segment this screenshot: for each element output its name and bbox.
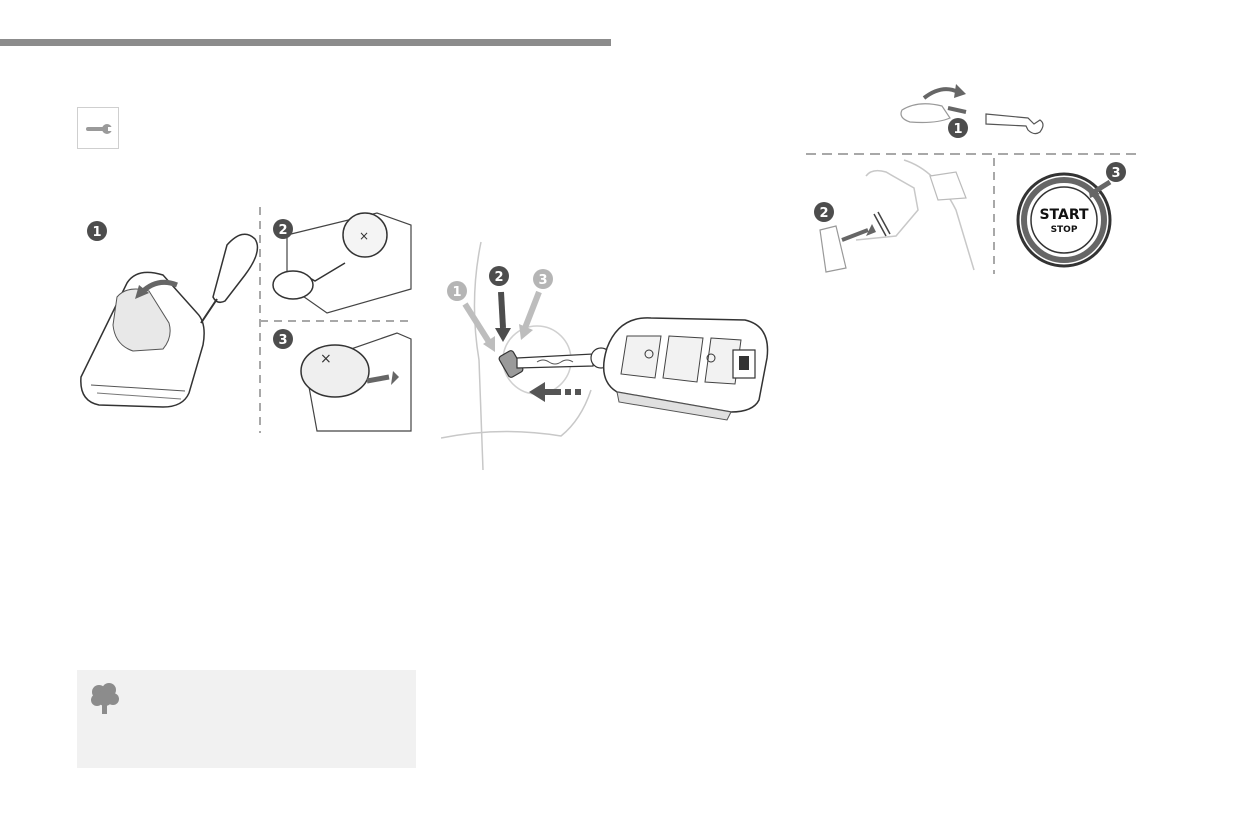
screwdriver-drawing — [200, 233, 259, 324]
flip-key-remote-drawing — [590, 317, 769, 421]
emergency-start-figure: 1 2 START STOP — [806, 80, 1144, 276]
svg-text:×: × — [359, 229, 369, 243]
step-badge-1: 1 — [948, 118, 968, 138]
steering-column-drawing — [819, 159, 975, 273]
svg-text:2: 2 — [494, 270, 503, 285]
svg-text:1: 1 — [452, 285, 461, 300]
battery-replacement-illustration: × × 1 2 3 — [80, 207, 412, 433]
svg-text:3: 3 — [538, 273, 547, 288]
tree-icon — [91, 683, 119, 714]
emergency-key-drawing — [985, 113, 1044, 135]
step-badge-2: 2 — [489, 266, 509, 286]
coin-battery-drawing: × — [300, 332, 412, 432]
step-badge-3: 3 — [1106, 162, 1126, 182]
start-stop-button-drawing: START STOP — [1016, 172, 1112, 268]
svg-text:×: × — [320, 351, 332, 367]
wrench-icon — [86, 124, 114, 134]
start-label: START — [1039, 207, 1089, 223]
step-badge-1: 1 — [447, 281, 467, 301]
svg-text:2: 2 — [819, 206, 828, 221]
battery-compartment-drawing: × — [272, 212, 412, 314]
svg-text:1: 1 — [92, 225, 101, 240]
step-badge-2: 2 — [814, 202, 834, 222]
key-fob-drawing — [80, 271, 205, 408]
step-badge-2: 2 — [273, 219, 293, 239]
key-lock-illustration: 1 2 3 — [441, 241, 769, 471]
step-badge-1: 1 — [87, 221, 107, 241]
maintenance-info-box — [77, 107, 119, 149]
environment-note-box — [77, 670, 416, 768]
svg-text:1: 1 — [953, 122, 962, 137]
svg-text:3: 3 — [278, 333, 287, 348]
svg-text:3: 3 — [1111, 166, 1120, 181]
header-rule — [0, 39, 611, 46]
door-handle-drawing — [900, 84, 967, 124]
stop-label: STOP — [1051, 225, 1078, 235]
battery-replacement-figure: × × 1 2 3 — [77, 205, 413, 435]
svg-text:2: 2 — [278, 223, 287, 238]
emergency-start-illustration: 1 2 START STOP — [806, 84, 1142, 274]
step-badge-3: 3 — [273, 329, 293, 349]
step-badge-3: 3 — [533, 269, 553, 289]
key-blade-drawing — [498, 350, 594, 378]
key-lock-figure: 1 2 3 — [441, 240, 775, 472]
